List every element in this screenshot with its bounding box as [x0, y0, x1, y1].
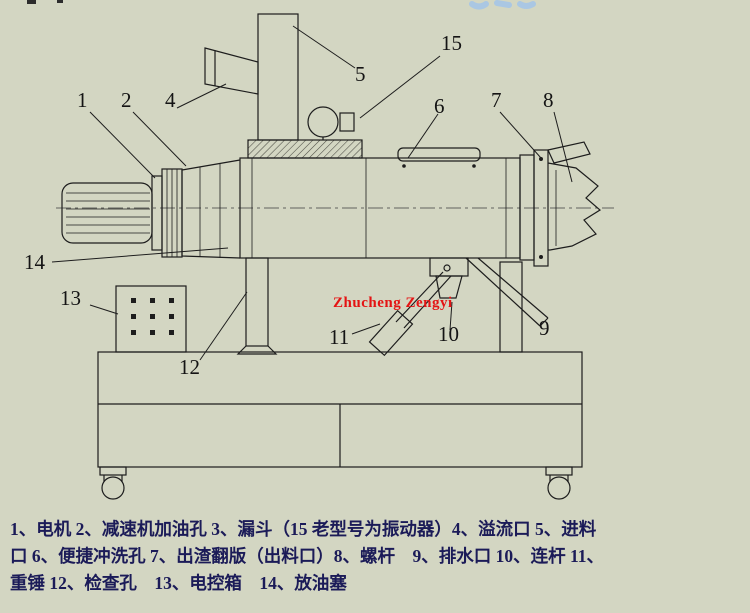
cropped-logo-fragment: [469, 0, 536, 10]
part-label-6: 6: [434, 94, 445, 118]
part-label-12: 12: [179, 355, 200, 379]
legend-line-1: 1、电机 2、减速机加油孔 3、漏斗（15 老型号为振动器）4、溢流口 5、进料: [10, 519, 597, 539]
part-label-10: 10: [438, 322, 459, 346]
motor: [61, 182, 153, 244]
flush-hole-strip: [397, 147, 481, 168]
top-platform: [247, 139, 363, 159]
legend-line-2: 口 6、便捷冲洗孔 7、出渣翻版（出料口）8、螺杆 9、排水口 10、连杆 11…: [10, 546, 605, 566]
part-label-8: 8: [543, 88, 554, 112]
drain-pipe: [465, 257, 549, 327]
part-label-9: 9: [539, 316, 550, 340]
hammer-weight: [368, 309, 414, 357]
reducer: [181, 159, 241, 259]
discharge-end: [519, 141, 602, 267]
base-frame: [97, 351, 583, 468]
leader-lines: [51, 25, 573, 361]
machine-line-drawing: [27, 0, 614, 500]
part-label-14: 14: [24, 250, 45, 274]
parts-legend: 1、电机 2、减速机加油孔 3、漏斗（15 老型号为振动器）4、溢流口 5、进料…: [10, 516, 744, 597]
part-label-15: 15: [441, 31, 462, 55]
part-label-13: 13: [60, 286, 81, 310]
part-label-5: 5: [355, 62, 366, 86]
part-label-7: 7: [491, 88, 502, 112]
sight-circle: [307, 106, 355, 140]
linkage-assembly: [368, 257, 549, 357]
watermark: Zhucheng Zengyi: [333, 295, 453, 311]
caster-wheel-left: [99, 466, 127, 500]
part-label-4: 4: [165, 88, 176, 112]
caster-wheel-right: [545, 466, 573, 500]
part-label-11: 11: [329, 325, 350, 349]
part-label-1: 1: [77, 88, 88, 112]
coupling-clamp: [151, 168, 183, 258]
feed-inlet-chimney: [257, 13, 299, 141]
overflow-spout: [204, 47, 259, 95]
control-box: [115, 285, 187, 353]
scan-artifacts: [27, 0, 63, 4]
legend-line-3: 重锤 12、检查孔 13、电控箱 14、放油塞: [10, 573, 347, 593]
part-label-2: 2: [121, 88, 132, 112]
